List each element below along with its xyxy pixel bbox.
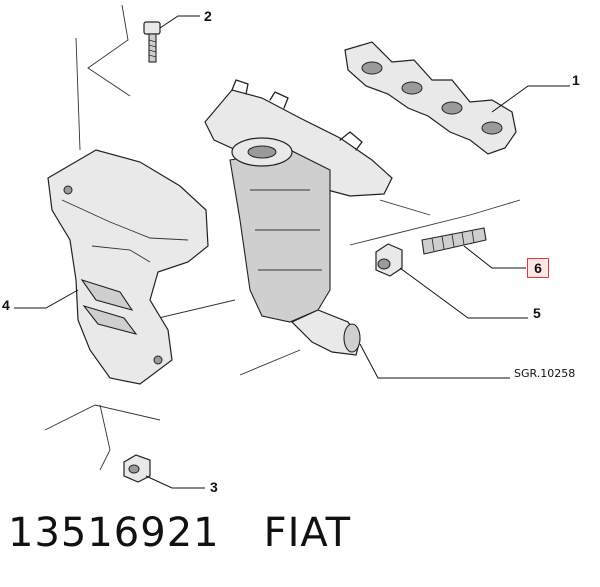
diagram-reference-code: SGR.10258	[514, 367, 576, 380]
brand-name: FIAT	[263, 510, 352, 556]
callout-4: 4	[2, 297, 10, 313]
footer-caption: 13516921 FIAT	[8, 510, 351, 556]
stud-part-6	[421, 227, 487, 255]
nut-part-5	[375, 243, 403, 277]
callout-5: 5	[533, 305, 541, 321]
heat-shield-part-4	[47, 149, 209, 385]
callout-3: 3	[210, 479, 218, 495]
bolt-part-2	[143, 21, 161, 63]
callout-6-highlighted[interactable]: 6	[527, 258, 549, 278]
exploded-parts-diagram	[14, 4, 570, 489]
callout-2: 2	[204, 8, 212, 24]
leader-lines	[14, 15, 570, 489]
part-number: 13516921	[8, 510, 220, 556]
nut-part-3	[123, 454, 151, 483]
callout-1: 1	[572, 72, 580, 88]
gasket-part-1	[344, 41, 517, 155]
break-lines	[44, 4, 521, 471]
exhaust-manifold-catalyst	[204, 79, 393, 356]
